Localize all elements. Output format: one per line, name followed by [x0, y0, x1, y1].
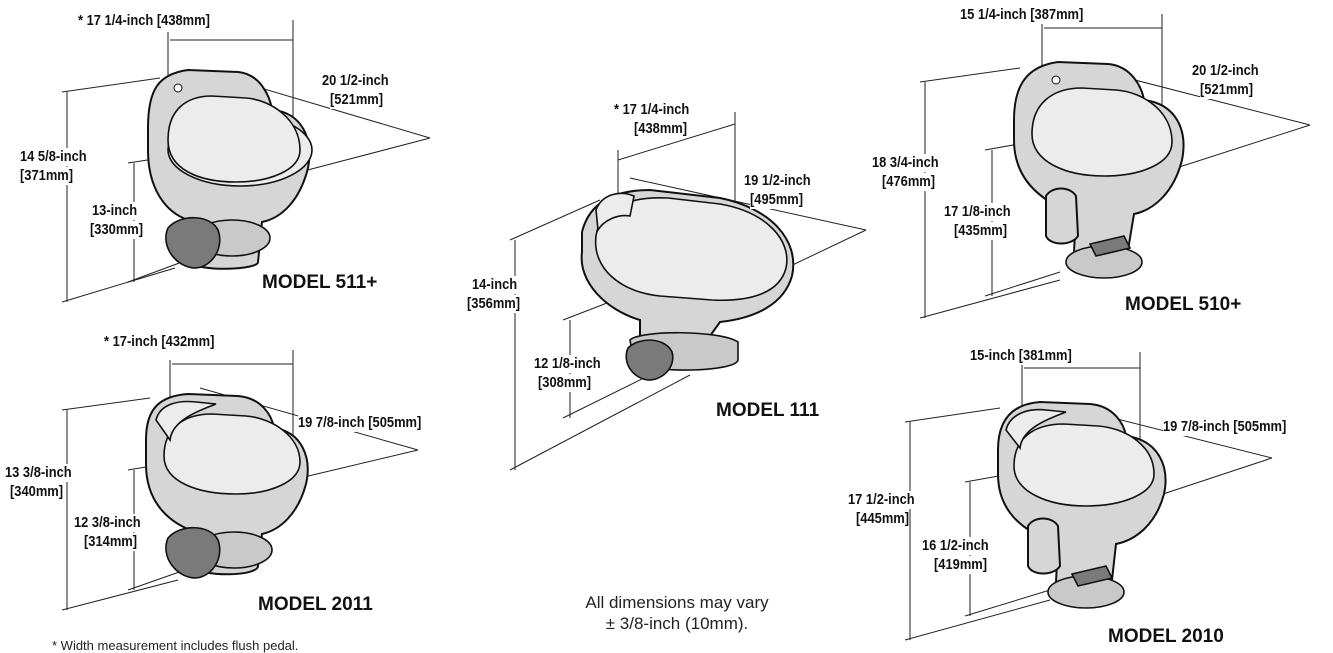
dim-111-seat-in: 12 1/8-inch: [534, 355, 601, 373]
model-510-drawing: [919, 14, 1311, 319]
model-2011-drawing: [61, 350, 419, 611]
dim-111-depth-in: 19 1/2-inch: [744, 172, 811, 190]
dim-511-height-mm: [371mm]: [20, 167, 74, 185]
dim-2010-height-mm: [445mm]: [856, 510, 910, 528]
dim-510-depth-in: 20 1/2-inch: [1192, 62, 1259, 80]
dim-2011-width: * 17-inch [432mm]: [104, 333, 215, 351]
toilet-510: [1013, 60, 1185, 279]
model-511-drawing: [61, 20, 431, 303]
dim-2011-seat-in: 12 3/8-inch: [74, 514, 141, 532]
dim-111-width-in: * 17 1/4-inch: [614, 101, 690, 119]
dim-511-seat-mm: [330mm]: [90, 221, 144, 239]
model-2010-drawing: [904, 352, 1273, 641]
dim-510-seat-in: 17 1/8-inch: [944, 203, 1011, 221]
dim-510-width: 15 1/4-inch [387mm]: [960, 6, 1084, 24]
dim-2010-seat-mm: [419mm]: [934, 556, 988, 574]
dim-2011-depth: 19 7/8-inch [505mm]: [298, 414, 422, 432]
tolerance-line-1: All dimensions may vary: [585, 593, 769, 612]
dim-111-seat-mm: [308mm]: [538, 374, 592, 392]
tolerance-note: All dimensions may vary ± 3/8-inch (10mm…: [552, 592, 802, 634]
tolerance-line-2: ± 3/8-inch (10mm).: [605, 614, 749, 633]
dim-111-depth-mm: [495mm]: [750, 191, 804, 209]
dim-511-depth-in: 20 1/2-inch: [322, 72, 389, 90]
model-511-label: MODEL 511+: [262, 272, 378, 293]
width-footnote: * Width measurement includes flush pedal…: [52, 638, 299, 653]
toilet-2011: [145, 392, 309, 579]
dim-510-depth-mm: [521mm]: [1200, 81, 1254, 99]
dim-2010-depth: 19 7/8-inch [505mm]: [1163, 418, 1287, 436]
toilet-111: [580, 188, 795, 381]
dim-511-depth-mm: [521mm]: [330, 91, 384, 109]
dim-511-seat-in: 13-inch: [92, 202, 138, 220]
model-2011-label: MODEL 2011: [258, 594, 373, 615]
dim-2011-height-mm: [340mm]: [10, 483, 64, 501]
dim-111-height-mm: [356mm]: [467, 295, 521, 313]
model-111-label: MODEL 111: [716, 400, 820, 421]
dim-2010-height-in: 17 1/2-inch: [848, 491, 915, 509]
dim-510-height-mm: [476mm]: [882, 173, 936, 191]
dim-2011-seat-mm: [314mm]: [84, 533, 138, 551]
model-111-drawing: [509, 112, 867, 471]
dim-510-seat-mm: [435mm]: [954, 222, 1008, 240]
dimension-lines: [61, 20, 431, 303]
dim-111-height-in: 14-inch: [472, 276, 518, 294]
dim-2010-width: 15-inch [381mm]: [970, 347, 1072, 365]
model-2010-label: MODEL 2010: [1108, 626, 1224, 647]
dim-510-height-in: 18 3/4-inch: [872, 154, 939, 172]
dim-511-width: * 17 1/4-inch [438mm]: [78, 12, 210, 30]
model-510-label: MODEL 510+: [1125, 294, 1242, 315]
toilet-511: [147, 68, 313, 270]
toilet-2010: [997, 400, 1167, 609]
dim-511-height-in: 14 5/8-inch: [20, 148, 87, 166]
dim-2010-seat-in: 16 1/2-inch: [922, 537, 989, 555]
dim-2011-height-in: 13 3/8-inch: [5, 464, 72, 482]
dim-111-width-mm: [438mm]: [634, 120, 688, 138]
